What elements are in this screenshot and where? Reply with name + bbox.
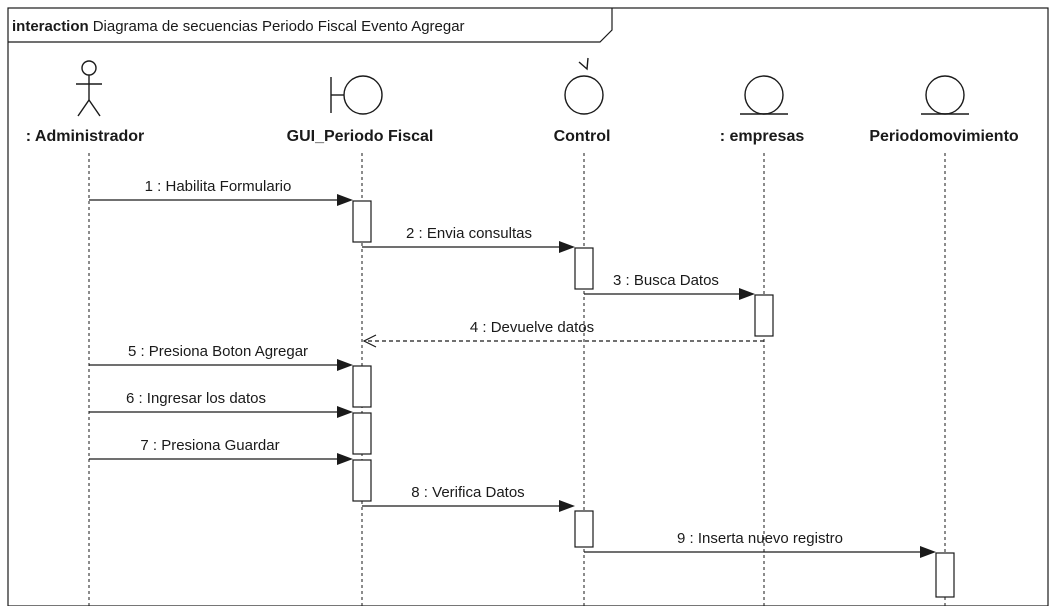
activation-bar-gui: [352, 200, 372, 243]
arrowhead-filled: [337, 194, 353, 206]
boundary-icon: [330, 75, 383, 115]
activation-bar-empresas: [754, 294, 774, 337]
frame-label-pentagon: [8, 8, 613, 43]
activation-bar-periodo: [935, 552, 955, 598]
lifeline-name-administrador: : Administrador: [26, 128, 145, 145]
frame-border: [7, 7, 1049, 606]
control-icon: [564, 57, 604, 115]
arrowhead-filled: [337, 359, 353, 371]
arrowhead-filled: [559, 500, 575, 512]
arrowhead-filled: [920, 546, 936, 558]
message-label-7: 7 : Presiona Guardar: [140, 437, 279, 454]
arrowhead-filled: [559, 241, 575, 253]
lifeline-name-periodo: Periodomovimiento: [869, 128, 1019, 145]
activation-bar-gui: [352, 459, 372, 502]
lifeline-name-empresas: : empresas: [720, 128, 805, 145]
message-label-2: 2 : Envia consultas: [406, 225, 532, 242]
activation-bar-control: [574, 247, 594, 290]
arrowhead-filled: [337, 453, 353, 465]
frame-title: Diagrama de secuencias Periodo Fiscal Ev…: [93, 18, 465, 35]
lifeline-name-gui: GUI_Periodo Fiscal: [287, 128, 434, 145]
message-label-9: 9 : Inserta nuevo registro: [677, 530, 843, 547]
message-label-8: 8 : Verifica Datos: [411, 484, 524, 501]
activation-bar-gui: [352, 365, 372, 408]
lifeline-name-control: Control: [554, 128, 611, 145]
arrowhead-open: [362, 334, 377, 348]
message-label-5: 5 : Presiona Boton Agregar: [128, 343, 308, 360]
frame-keyword: interaction: [12, 18, 89, 35]
arrowhead-filled: [337, 406, 353, 418]
entity-icon: [740, 75, 788, 115]
message-label-3: 3 : Busca Datos: [613, 272, 719, 289]
actor-icon: [76, 60, 102, 117]
activation-bar-control: [574, 510, 594, 548]
message-label-1: 1 : Habilita Formulario: [145, 178, 292, 195]
entity-icon: [921, 75, 969, 115]
message-label-4: 4 : Devuelve datos: [470, 319, 594, 336]
message-label-6: 6 : Ingresar los datos: [126, 390, 266, 407]
arrowhead-filled: [739, 288, 755, 300]
activation-bar-gui: [352, 412, 372, 455]
